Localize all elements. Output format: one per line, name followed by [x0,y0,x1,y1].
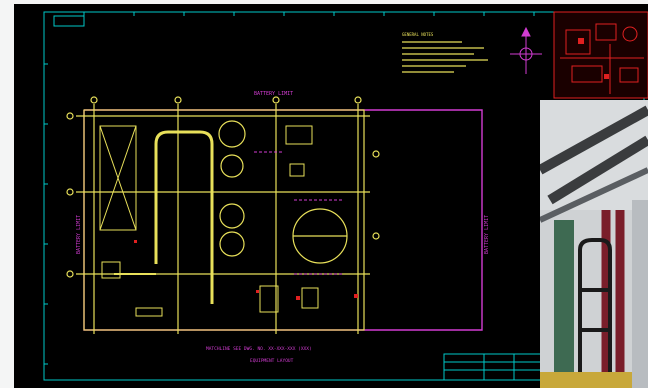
bottom-title: MATCHLINE SEE DWG. NO. XX-XXX-XXX (XXX) [206,346,312,352]
notes-heading: GENERAL NOTES [402,32,434,37]
title-block [443,353,545,381]
bottom-subtitle: EQUIPMENT LAYOUT [250,358,294,364]
general-notes: GENERAL NOTES [402,32,488,73]
equipment-box-x [99,125,137,231]
red-markers [134,240,358,300]
equipment-blocks [101,125,319,317]
title-tag [53,15,85,27]
pipe-rack-photo [540,100,648,388]
vessels [218,120,348,264]
pipe-loop [114,130,214,304]
right-boundary-label: BATTERY LIMIT [484,215,490,254]
dimension-lines [254,151,344,275]
north-arrow-icon [510,26,542,74]
redline-inset [553,11,648,99]
top-boundary-label: BATTERY LIMIT [254,91,293,97]
left-boundary-label: BATTERY LIMIT [76,215,82,254]
